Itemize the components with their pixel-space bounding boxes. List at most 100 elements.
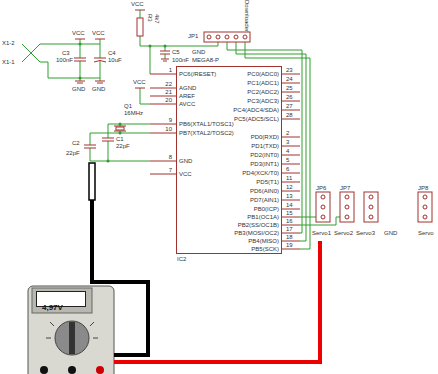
part-label: 22pF bbox=[66, 150, 80, 156]
pin-name: PB6(XTAL1/TOSC1) bbox=[179, 121, 234, 127]
probe-wire bbox=[89, 163, 320, 362]
pin-number: 8 bbox=[169, 154, 172, 160]
pin-number: 4 bbox=[286, 148, 289, 154]
part-label: VCC bbox=[92, 30, 105, 36]
part-label: Servo2 bbox=[334, 230, 353, 236]
part-label: VCC bbox=[72, 30, 85, 36]
part-label: C3 bbox=[62, 50, 70, 56]
pin-number: 25 bbox=[286, 85, 293, 91]
pin-name: PB5(SCK) bbox=[251, 246, 279, 252]
part-label: JP6 bbox=[316, 185, 326, 191]
part-name: IC2 bbox=[177, 256, 186, 262]
pin-number: 5 bbox=[286, 157, 289, 163]
part-label: R3 bbox=[147, 14, 153, 22]
pin-name: PD7(AIN1) bbox=[250, 197, 279, 203]
part-label: GND bbox=[92, 86, 105, 92]
pin-name: PC4(ADC4/SDA) bbox=[233, 107, 279, 113]
pin-number: 19 bbox=[286, 242, 293, 248]
pin-number: 24 bbox=[286, 76, 293, 82]
pin-name: PD2(INT0) bbox=[250, 152, 279, 158]
part-label: C1 bbox=[116, 136, 124, 142]
pin-number: 10 bbox=[165, 126, 172, 132]
pin-number: 6 bbox=[286, 166, 289, 172]
pin-number: 7 bbox=[169, 167, 172, 173]
pin-name: PD0(RXD) bbox=[251, 134, 279, 140]
pin-number: 21 bbox=[165, 89, 172, 95]
part-label: X1-1 bbox=[2, 59, 15, 65]
multimeter-symbol bbox=[28, 286, 114, 374]
part-label: C2 bbox=[72, 140, 80, 146]
part-label: GND bbox=[384, 230, 397, 236]
pin-name: PD3(INT1) bbox=[250, 161, 279, 167]
pin-name: PC6(/RESET) bbox=[179, 71, 216, 77]
pin-name: PB1(OC1A) bbox=[247, 214, 279, 220]
meter-reading: 4,97V bbox=[42, 304, 63, 312]
part-label: C5 bbox=[172, 49, 180, 55]
pin-name: GND bbox=[179, 158, 192, 164]
pin-number: 13 bbox=[286, 193, 293, 199]
pin-number: 3 bbox=[286, 139, 289, 145]
part-symbol bbox=[74, 10, 432, 249]
part-label: 100nF bbox=[56, 57, 73, 63]
pin-name: PC5(ADC5/SCL) bbox=[234, 116, 279, 122]
pin-name: PD4(XCK/T0) bbox=[242, 170, 279, 176]
part-label: 4k7 bbox=[154, 14, 160, 24]
pin-name: PC3(ADC3) bbox=[247, 98, 279, 104]
pin-number: 1 bbox=[169, 67, 172, 73]
part-label: JP7 bbox=[340, 185, 350, 191]
pin-name: AGND bbox=[179, 85, 196, 91]
pin-name: PC0(ADC0) bbox=[247, 71, 279, 77]
pin-name: PC1(ADC1) bbox=[247, 80, 279, 86]
meter-display: 4,97V bbox=[36, 291, 86, 307]
pin-name: PD5(T1) bbox=[256, 179, 279, 185]
part-label: JP8 bbox=[418, 185, 428, 191]
part-label: Q1 bbox=[124, 103, 132, 109]
part-label: 16MHz bbox=[124, 110, 143, 116]
pin-name: VCC bbox=[179, 171, 192, 177]
part-label: C4 bbox=[108, 50, 116, 56]
part-label: 100nF bbox=[172, 57, 189, 63]
part-label: 22pF bbox=[116, 143, 130, 149]
pin-number: 27 bbox=[286, 103, 293, 109]
part-label: VCC bbox=[133, 79, 146, 85]
pin-name: AVCC bbox=[179, 101, 195, 107]
junction-dot bbox=[79, 43, 167, 163]
pin-number: 16 bbox=[286, 218, 293, 224]
pin-name: PB3(MOSI/OC2) bbox=[234, 230, 279, 236]
pin-name: PC2(ADC2) bbox=[247, 89, 279, 95]
part-label: VCC bbox=[131, 1, 144, 7]
pin-number: 15 bbox=[286, 210, 293, 216]
part-label: 10uF bbox=[108, 57, 122, 63]
part-label: Servo1 bbox=[312, 230, 331, 236]
part-label: Downloader bbox=[244, 0, 250, 32]
pin-number: 28 bbox=[286, 112, 293, 118]
pin-name: PB0(ICP) bbox=[254, 206, 279, 212]
part-label: Servo bbox=[418, 230, 434, 236]
part-label: Servo3 bbox=[356, 230, 375, 236]
part-label: MEGA8-P bbox=[192, 57, 219, 63]
pin-name: PD6(AIN0) bbox=[250, 188, 279, 194]
pin-name: PB4(MISO) bbox=[248, 238, 279, 244]
pin-number: 26 bbox=[286, 94, 293, 100]
pin-number: 9 bbox=[169, 117, 172, 123]
pin-number: 20 bbox=[165, 97, 172, 103]
pin-name: PB7(XTAL2/TOSC2) bbox=[179, 130, 234, 136]
pin-number: 22 bbox=[165, 81, 172, 87]
pin-number: 14 bbox=[286, 202, 293, 208]
part-label: JP1 bbox=[188, 33, 198, 39]
pin-number: 12 bbox=[286, 184, 293, 190]
pin-name: PD1(TXD) bbox=[251, 143, 279, 149]
part-label: GND bbox=[72, 86, 85, 92]
pin-name: AREF bbox=[179, 93, 195, 99]
wire bbox=[22, 10, 340, 249]
pin-number: 11 bbox=[286, 175, 292, 181]
pin-number: 23 bbox=[286, 67, 293, 73]
pin-number: 2 bbox=[286, 130, 289, 136]
part-label: GND bbox=[192, 49, 205, 55]
pin-number: 17 bbox=[286, 226, 293, 232]
pin-number: 18 bbox=[286, 234, 293, 240]
part-label: X1-2 bbox=[2, 40, 15, 46]
pin-name: PB2(SS/OC1B) bbox=[238, 222, 279, 228]
